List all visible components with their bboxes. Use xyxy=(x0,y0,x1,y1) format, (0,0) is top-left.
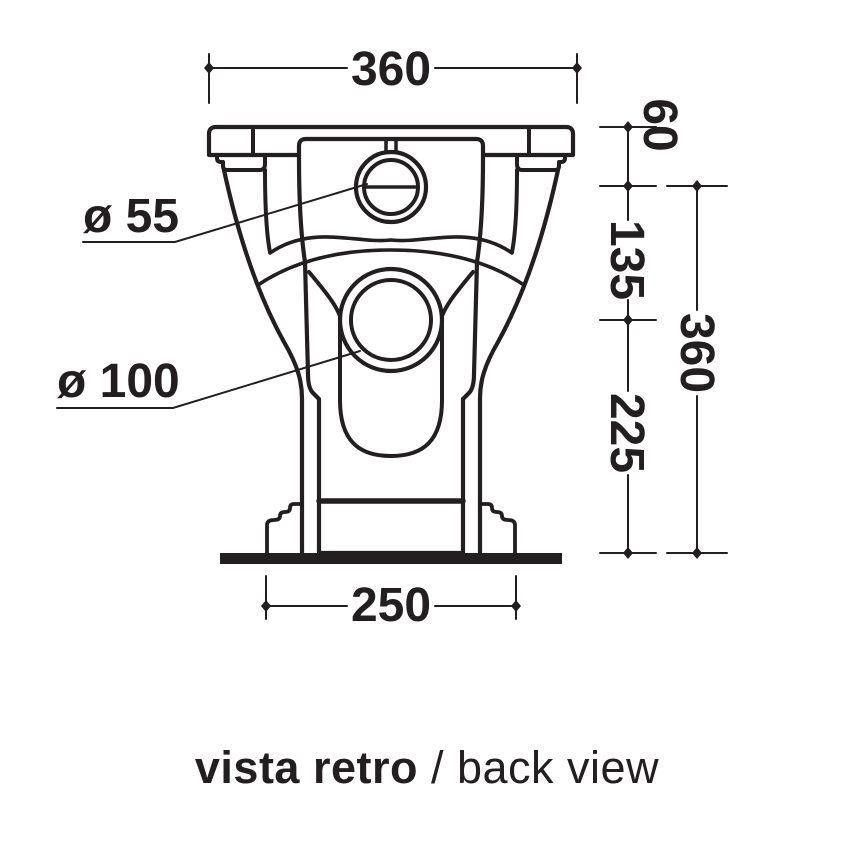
floor-line xyxy=(220,553,562,564)
caption-title-english: / back view xyxy=(431,742,660,793)
fixture-waist-lower xyxy=(256,248,526,287)
caption: vista retro / back view xyxy=(2,742,850,794)
dim-overall-height-label: 360 xyxy=(670,313,723,393)
fixture-waist-upper xyxy=(268,235,514,255)
fixture-outer-curve-left xyxy=(221,167,305,556)
fixture-molding-right xyxy=(515,153,567,172)
fixture-outer-curve-right xyxy=(477,167,561,556)
leader-outlet-diameter xyxy=(56,350,361,409)
dim-outlet-drop-label: 225 xyxy=(600,393,653,473)
caption-title-italian: vista retro xyxy=(194,742,418,793)
fixture-ear-lines xyxy=(251,125,531,157)
fixture-trapway xyxy=(307,270,475,458)
dim-outlet-diameter-label: ø 100 xyxy=(57,355,180,408)
dim-top-edge-drop-label: 60 xyxy=(633,98,686,151)
dim-top-width-label: 360 xyxy=(351,43,431,96)
outlet-hole-inner xyxy=(349,278,433,362)
fixture-foot-right xyxy=(478,502,517,555)
fixture-molding-left xyxy=(215,153,267,172)
fixture-foot-left xyxy=(265,502,304,555)
fixture-rim-inner-left xyxy=(263,168,272,254)
fixture-rim-inner-right xyxy=(510,168,519,254)
dim-base-width-label: 250 xyxy=(351,579,431,632)
leader-inlet-diameter xyxy=(82,183,368,243)
dim-inlet-drop-label: 135 xyxy=(600,220,653,300)
dim-inlet-diameter-label: ø 55 xyxy=(83,190,179,243)
